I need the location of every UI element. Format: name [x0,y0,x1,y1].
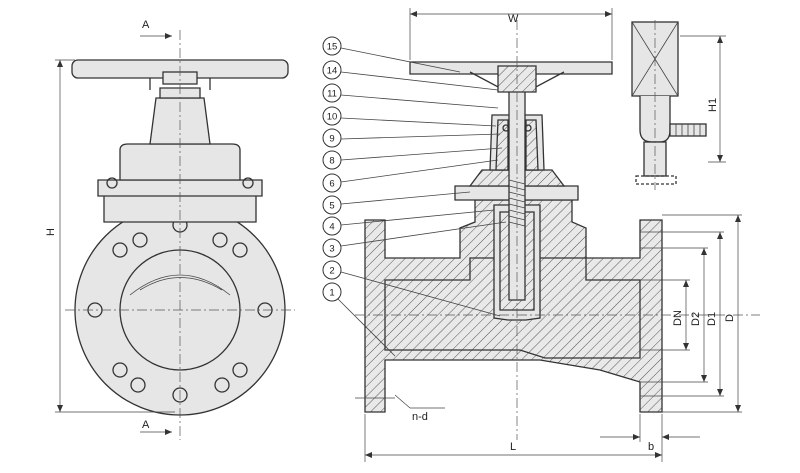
callout-2: 2 [322,260,501,317]
callout-1: 1 [322,282,396,357]
svg-text:10: 10 [327,112,338,123]
dim-H1: H1 [707,98,719,112]
bore-inner-edge [129,274,231,296]
svg-text:3: 3 [329,244,334,255]
callout-8: 8 [322,147,503,170]
callout-4: 4 [322,209,495,236]
dim-nd: n-d [412,411,428,423]
svg-text:2: 2 [329,266,334,277]
section-view: W L b n-d DN D2 D1 D [355,8,760,462]
part-callouts: 15 14 11 10 9 8 6 [322,36,507,357]
callout-14: 14 [322,60,499,91]
svg-text:6: 6 [329,179,334,190]
callout-9: 9 [322,128,501,148]
callout-11: 11 [322,83,499,109]
svg-text:11: 11 [327,89,337,100]
dim-D: D [724,314,736,322]
dim-H: H [45,228,57,236]
svg-text:5: 5 [329,201,334,212]
svg-text:14: 14 [327,66,338,77]
svg-text:1: 1 [329,288,334,299]
callout-15: 15 [322,36,461,73]
svg-text:9: 9 [329,134,334,145]
svg-text:4: 4 [329,222,334,233]
dim-D1: D1 [706,312,718,326]
svg-text:8: 8 [329,156,334,167]
dim-D2: D2 [690,312,702,326]
callout-6: 6 [322,159,499,193]
callout-3: 3 [322,221,507,258]
dim-W: W [508,13,519,25]
callout-10: 10 [322,106,497,127]
front-view: A A H [45,19,295,440]
section-mark-top: A [142,19,150,31]
dim-L: L [510,441,516,453]
dim-b: b [648,441,654,453]
detail-view: H1 [631,20,726,190]
dim-DN: DN [672,310,684,326]
section-mark-bottom: A [142,419,150,431]
svg-text:15: 15 [327,42,338,53]
callout-5: 5 [322,191,471,215]
